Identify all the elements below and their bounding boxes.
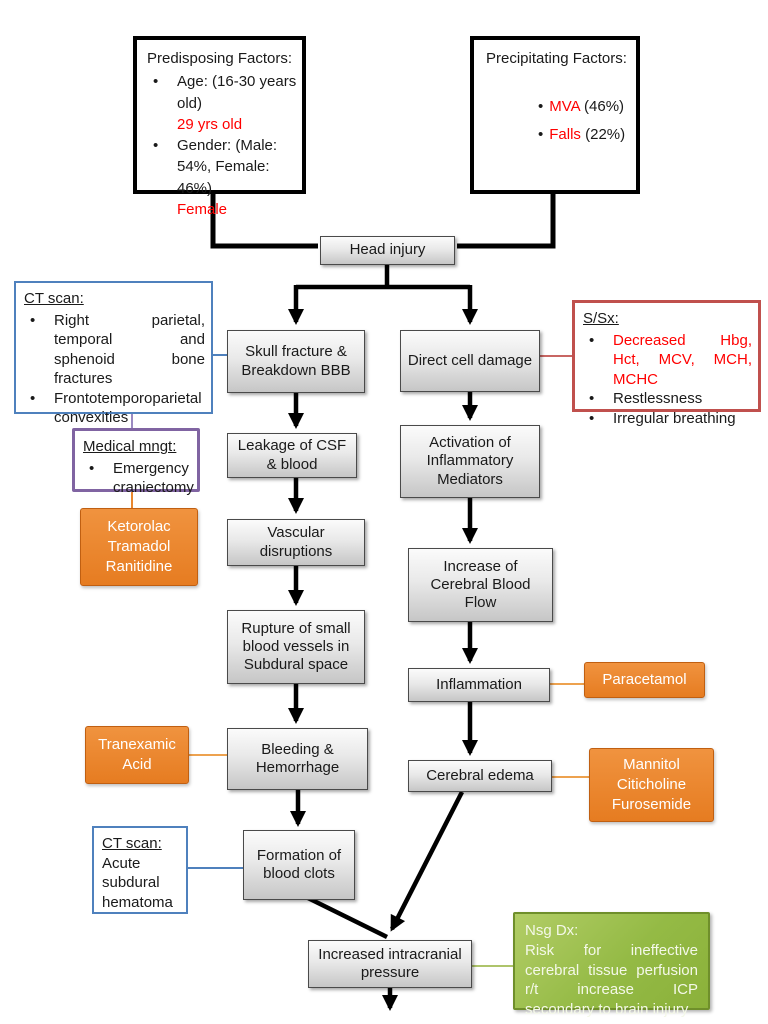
nsg-dx-title: Nsg Dx: bbox=[525, 922, 579, 939]
flow-inflammation: Inflammation bbox=[408, 668, 550, 702]
flow-increased-icp: Increased intracranial pressure bbox=[308, 940, 472, 988]
ct-scan-head-bullet-text: Frontotemporoparietal convexities bbox=[54, 389, 202, 427]
bullet-icon: • bbox=[89, 459, 95, 477]
flow-formation-clots: Formation of blood clots bbox=[243, 830, 355, 900]
predisposing-age-value: 29 yrs old bbox=[177, 115, 243, 133]
bullet-icon: • bbox=[589, 390, 595, 407]
precipitating-item-detail: (22%) bbox=[585, 126, 626, 144]
flow-direct-cell-damage: Direct cell damage bbox=[400, 330, 540, 392]
predisposing-factors-box: Predisposing Factors: • Age: (16-30 year… bbox=[133, 36, 306, 218]
s-sx-bullet-text: Restlessness bbox=[613, 390, 703, 407]
bullet-icon: • bbox=[153, 73, 159, 91]
drug-mannitol-citicholine-furosemide: Mannitol Citicholine Furosemide bbox=[589, 748, 714, 822]
precipitating-item-name: MVA bbox=[549, 98, 580, 116]
precipitating-factors-box: Precipitating Factors: • MVA (46%) • Falls… bbox=[470, 36, 640, 194]
ct-scan-result-body: Acute subdural hematoma bbox=[102, 854, 173, 911]
bullet-icon: • bbox=[30, 311, 36, 329]
flow-head-injury: Head injury bbox=[320, 236, 455, 265]
flow-increase-cbf: Increase of Cerebral Blood Flow bbox=[408, 548, 553, 622]
drug-tranexamic-acid: Tranexamic Acid bbox=[85, 726, 189, 784]
precipitating-item-detail: (46%) bbox=[584, 98, 625, 116]
arrow-edema-to-icp bbox=[389, 790, 465, 932]
predisposing-gender-item: • Gender: (Male: 54%, Female: 46%) Femal… bbox=[147, 135, 298, 220]
bullet-icon: • bbox=[589, 331, 595, 349]
flow-cerebral-edema: Cerebral edema bbox=[408, 760, 552, 792]
medical-mngt-box: Medical mngt: • Emergency craniectomy bbox=[72, 428, 200, 496]
ct-scan-head-box: CT scan: • Right parietal, temporal and … bbox=[14, 281, 213, 426]
precipitating-title: Precipitating Factors: bbox=[486, 50, 627, 67]
s-sx-title: S/Sx: bbox=[583, 310, 619, 327]
flow-vascular-disruptions: Vascular disruptions bbox=[227, 519, 365, 566]
drug-paracetamol: Paracetamol bbox=[584, 662, 705, 698]
predisposing-title: Predisposing Factors: bbox=[147, 50, 293, 67]
bullet-icon: • bbox=[589, 409, 595, 427]
ct-scan-head-bullet: • Frontotemporoparietal convexities bbox=[24, 389, 205, 428]
precipitating-item: • MVA (46%) bbox=[538, 93, 632, 121]
s-sx-bullet: • Restlessness bbox=[583, 389, 752, 409]
medical-mngt-bullet: • Emergency craniectomy bbox=[83, 459, 194, 498]
ct-scan-head-title: CT scan: bbox=[24, 290, 84, 307]
predisposing-age-item: • Age: (16-30 years old) 29 yrs old bbox=[147, 71, 298, 135]
flow-skull-fracture: Skull fracture & Breakdown BBB bbox=[227, 330, 365, 393]
connector-precipitating bbox=[457, 192, 556, 249]
nsg-dx-box: Nsg Dx: Risk for ineffective cerebral ti… bbox=[513, 912, 710, 1018]
ct-scan-result-box: CT scan: Acute subdural hematoma bbox=[92, 826, 188, 914]
line-formation-to-icp bbox=[307, 895, 388, 940]
bullet-icon: • bbox=[153, 137, 159, 155]
predisposing-age-label: Age: (16-30 years old) bbox=[177, 73, 297, 112]
medical-mngt-bullet-text: Emergency craniectomy bbox=[113, 459, 194, 497]
ct-scan-head-bullet: • Right parietal, temporal and sphenoid … bbox=[24, 311, 205, 389]
predisposing-gender-value: Female bbox=[177, 201, 228, 219]
bullet-icon: • bbox=[538, 126, 544, 144]
s-sx-bullet-text: Irregular breathing bbox=[613, 409, 736, 427]
s-sx-box: S/Sx: • Decreased Hbg, Hct, MCV, MCH, MC… bbox=[572, 300, 761, 427]
connector-predisposing bbox=[210, 192, 318, 249]
nsg-dx-body: Risk for ineffective cerebral tissue per… bbox=[525, 941, 698, 1019]
bullet-icon: • bbox=[30, 389, 36, 407]
precipitating-item-name: Falls bbox=[549, 126, 581, 144]
predisposing-gender-label: Gender: (Male: 54%, Female: 46%) bbox=[177, 137, 278, 197]
connector-split bbox=[296, 264, 470, 290]
ct-scan-result-title: CT scan: bbox=[102, 835, 162, 852]
s-sx-bullet: • Irregular breathing bbox=[583, 409, 752, 429]
medical-mngt-title: Medical mngt: bbox=[83, 438, 177, 455]
flow-leakage-csf: Leakage of CSF & blood bbox=[227, 433, 357, 478]
flow-activation-mediators: Activation of Inflammatory Mediators bbox=[400, 425, 540, 498]
drug-ketorolac-tramadol-ranitidine: Ketorolac Tramadol Ranitidine bbox=[80, 508, 198, 586]
s-sx-bullet-labs-text: Decreased Hbg, Hct, MCV, MCH, MCHC bbox=[613, 331, 752, 388]
bullet-icon: • bbox=[538, 98, 544, 116]
s-sx-bullet-labs: • Decreased Hbg, Hct, MCV, MCH, MCHC bbox=[583, 331, 752, 390]
flow-rupture-vessels: Rupture of small blood vessels in Subdur… bbox=[227, 610, 365, 684]
ct-scan-head-bullet-text: Right parietal, temporal and sphenoid bo… bbox=[54, 311, 205, 388]
precipitating-item: • Falls (22%) bbox=[538, 121, 632, 149]
flow-bleeding-hemorrhage: Bleeding & Hemorrhage bbox=[227, 728, 368, 790]
